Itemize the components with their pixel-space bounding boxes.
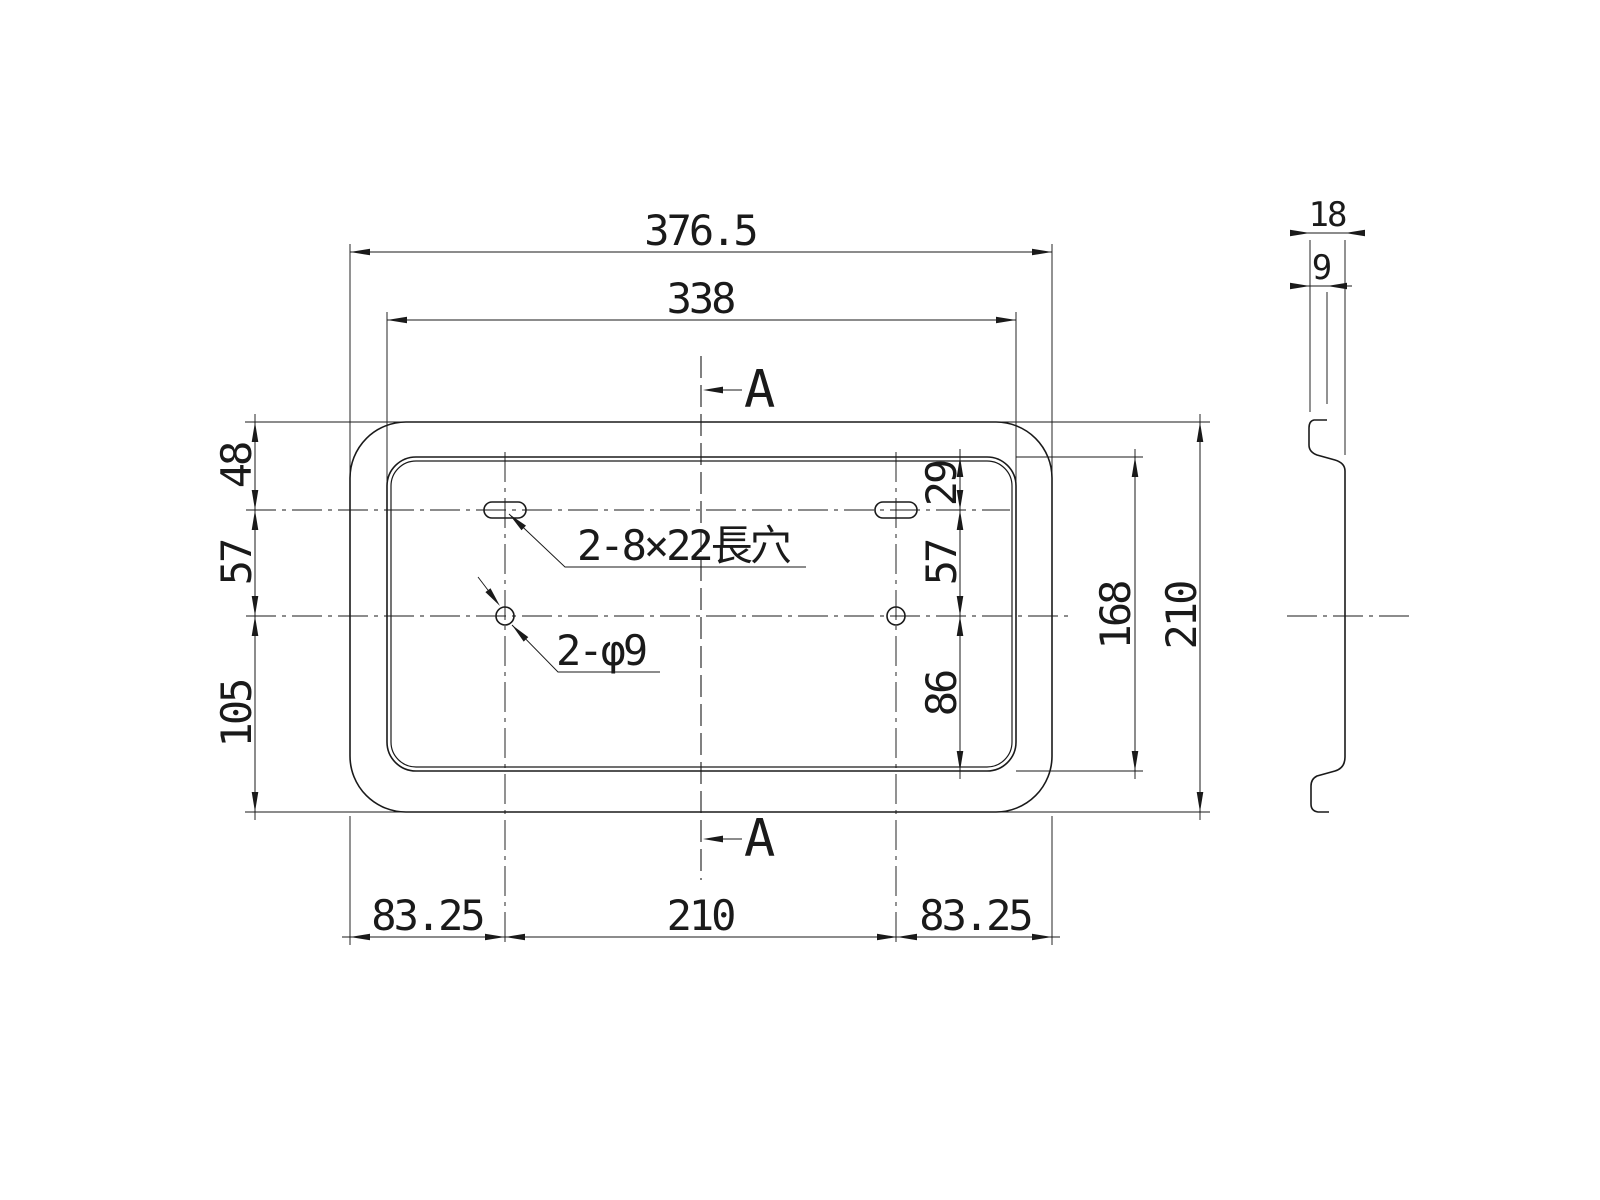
round-hole-label: 2-φ9 — [556, 626, 646, 675]
dim-text-side-9: 9 — [1312, 248, 1331, 288]
dim-text-right-57: 57 — [917, 540, 966, 585]
round-hole-leader-line — [511, 624, 660, 673]
round-hole-leader-arrowhead — [512, 625, 529, 642]
dim-text-overall-width: 376.5 — [644, 206, 755, 255]
dim-text-bottom-83-left: 83.25 — [371, 891, 482, 940]
dim-text-right-29: 29 — [917, 461, 966, 506]
dim-text-right-86: 86 — [917, 671, 966, 716]
dim-text-left-57: 57 — [212, 540, 261, 585]
dim-text-bottom-210: 210 — [667, 891, 735, 940]
arrowhead-side-9-right — [1327, 282, 1347, 290]
arrowhead-side-18-right — [1345, 229, 1365, 237]
dim-text-inner-width: 338 — [667, 274, 735, 323]
dim-text-168: 168 — [1091, 582, 1140, 650]
dim-text-left-105: 105 — [212, 681, 261, 748]
side-view-profile — [1308, 419, 1346, 813]
slot-hole-leader-line — [508, 513, 806, 568]
round-hole-upper-arrowhead — [485, 588, 500, 606]
dim-text-210-vertical: 210 — [1157, 582, 1206, 650]
arrowhead-side-9-left — [1290, 282, 1310, 290]
section-letter-top: A — [744, 360, 775, 420]
slot-hole-leader-arrowhead — [509, 514, 526, 531]
section-arrowhead-bottom — [703, 835, 723, 843]
dim-text-bottom-83-right: 83.25 — [919, 891, 1030, 940]
dim-text-left-48: 48 — [212, 443, 261, 488]
section-letter-bottom: A — [744, 809, 775, 869]
dim-text-side-18: 18 — [1309, 195, 1346, 235]
arrowhead-side-18-left — [1290, 229, 1310, 237]
section-arrowhead-top — [703, 386, 723, 394]
slot-hole-label: 2-8×22長穴 — [577, 521, 791, 570]
